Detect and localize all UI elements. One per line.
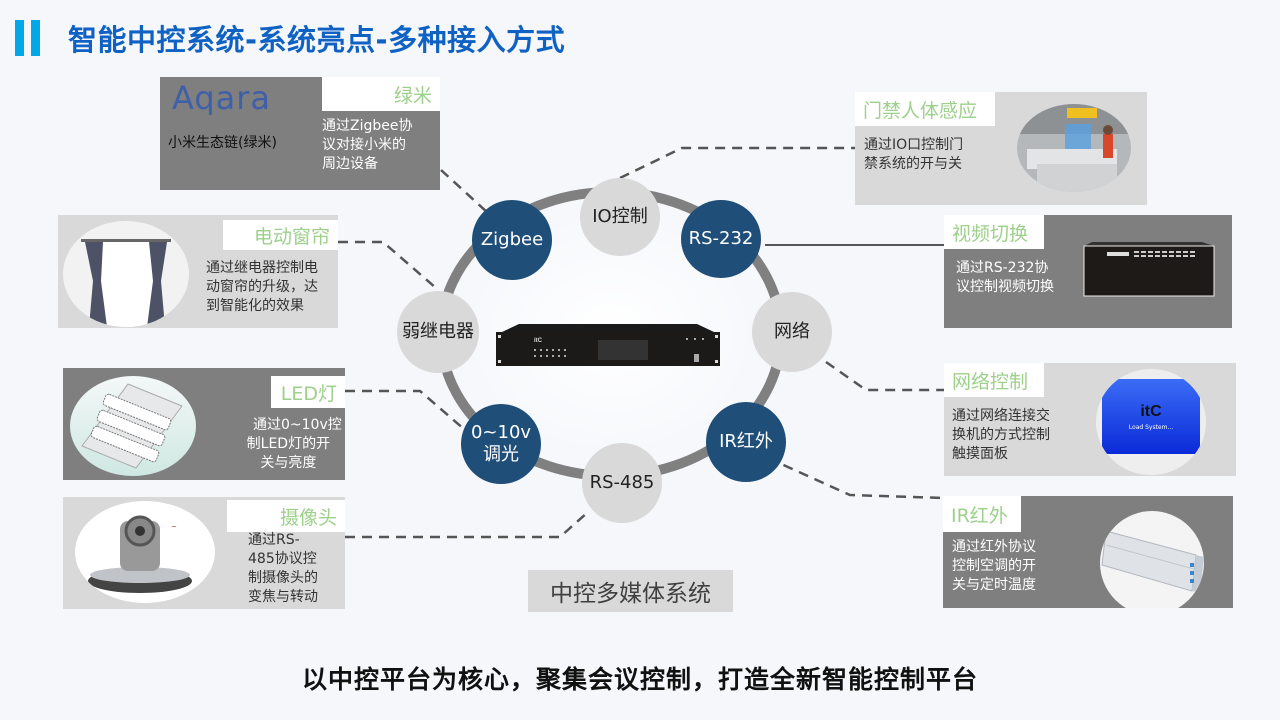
screen-brand: itC [1140,402,1162,420]
card-label: 视频切换 [944,215,1044,249]
node-label: RS-232 [688,228,754,249]
card-label: LED灯 [271,376,345,408]
title-accent-icon [15,20,40,56]
connector-camera [345,511,589,539]
node-dimming: 0~10v 调光 [461,404,541,484]
connector-curtain [338,240,437,289]
card-access: 门禁人体感应 通过IO口控制门禁系统的开与关 [855,92,1147,205]
card-description: 通过RS-232协议控制视频切换 [956,260,1054,295]
access-gate-image [1017,104,1131,192]
card-aqara: Aqara 小米生态链(绿米) 绿米 通过Zigbee协议对接小米的周边设备 [160,77,440,190]
central-controller-device: itC [496,324,720,366]
connector-aqara [440,169,489,214]
card-description: 通过红外协议控制空调的开关与定时温度 [952,539,1036,593]
connector-access [619,146,855,180]
svg-text:~: ~ [171,523,177,531]
card-camera: ~ 摄像头 通过RS-485协议控制摄像头的变焦与转动 [63,497,345,609]
node-ir: IR红外 [706,402,786,482]
card-infrared: IR红外 通过红外协议控制空调的开关与定时温度 [943,496,1233,608]
connector-led [345,389,466,431]
card-label: 摄像头 [227,500,345,532]
center-caption: 中控多媒体系统 [528,570,733,612]
card-netctrl: 网络控制 通过网络连接交换机的方式控制触摸面板 itC Load System.… [944,363,1236,476]
aqara-logo: Aqara [172,81,271,115]
card-label: 绿米 [322,77,440,111]
title-bar: 智能中控系统-系统亮点-多种接入方式 [15,18,565,58]
card-label: IR红外 [943,496,1021,532]
card-description: 通过0~10v控制LED灯的开关与亮度 [246,417,342,471]
page-title: 智能中控系统-系统亮点-多种接入方式 [68,23,566,57]
card-description: 通过IO口控制门禁系统的开与关 [864,137,964,172]
connector-infrared [767,456,945,500]
curtain-image [63,221,189,327]
node-relay: 弱继电器 [397,291,479,373]
node-network: 网络 [752,292,832,372]
node-label: 弱继电器 [402,321,474,342]
card-description: 通过RS-485协议控制摄像头的变焦与转动 [248,532,318,605]
node-label: 网络 [774,321,810,342]
air-conditioner-image [1100,511,1204,608]
footer-slogan: 以中控平台为核心，聚集会议控制，打造全新智能控制平台 [301,665,978,694]
node-zigbee: Zigbee [472,200,552,280]
svg-text:Aqara: Aqara [172,81,271,115]
card-label: 电动窗帘 [223,220,338,250]
card-description: 通过网络连接交换机的方式控制触摸面板 [952,408,1050,462]
node-label: IO控制 [592,206,648,227]
aqara-subtitle: 小米生态链(绿米) [168,135,277,151]
screen-text: Load System... [1128,423,1174,431]
camera-image: ~ [75,501,215,603]
card-description: 通过继电器控制电动窗帘的升级，达到智能化的效果 [206,260,318,314]
led-panel-image [70,376,196,476]
node-label: RS-485 [589,472,655,493]
node-rs232: RS-232 [681,200,761,278]
node-label: Zigbee [480,229,544,250]
card-curtain: 电动窗帘 通过继电器控制电动窗帘的升级，达到智能化的效果 [58,215,338,328]
node-label: IR红外 [719,431,773,452]
touch-panel-screen: itC Load System... [1102,379,1200,454]
video-matrix-image [1083,242,1215,297]
node-label-line2: 调光 [483,444,519,465]
card-description: 通过Zigbee协议对接小米的周边设备 [322,118,413,172]
node-rs485: RS-485 [582,443,662,523]
connector-network [825,360,944,392]
card-video: 视频切换 通过RS-232协议控制视频切换 [944,215,1232,328]
device-brand: itC [534,338,543,344]
node-io: IO控制 [580,178,660,256]
touch-panel-image: itC Load System... [1096,369,1206,475]
card-led: LED灯 通过0~10v控制LED灯的开关与亮度 [63,368,345,480]
card-label: 网络控制 [944,363,1044,397]
node-label-line1: 0~10v [470,422,532,443]
card-label: 门禁人体感应 [855,92,995,126]
